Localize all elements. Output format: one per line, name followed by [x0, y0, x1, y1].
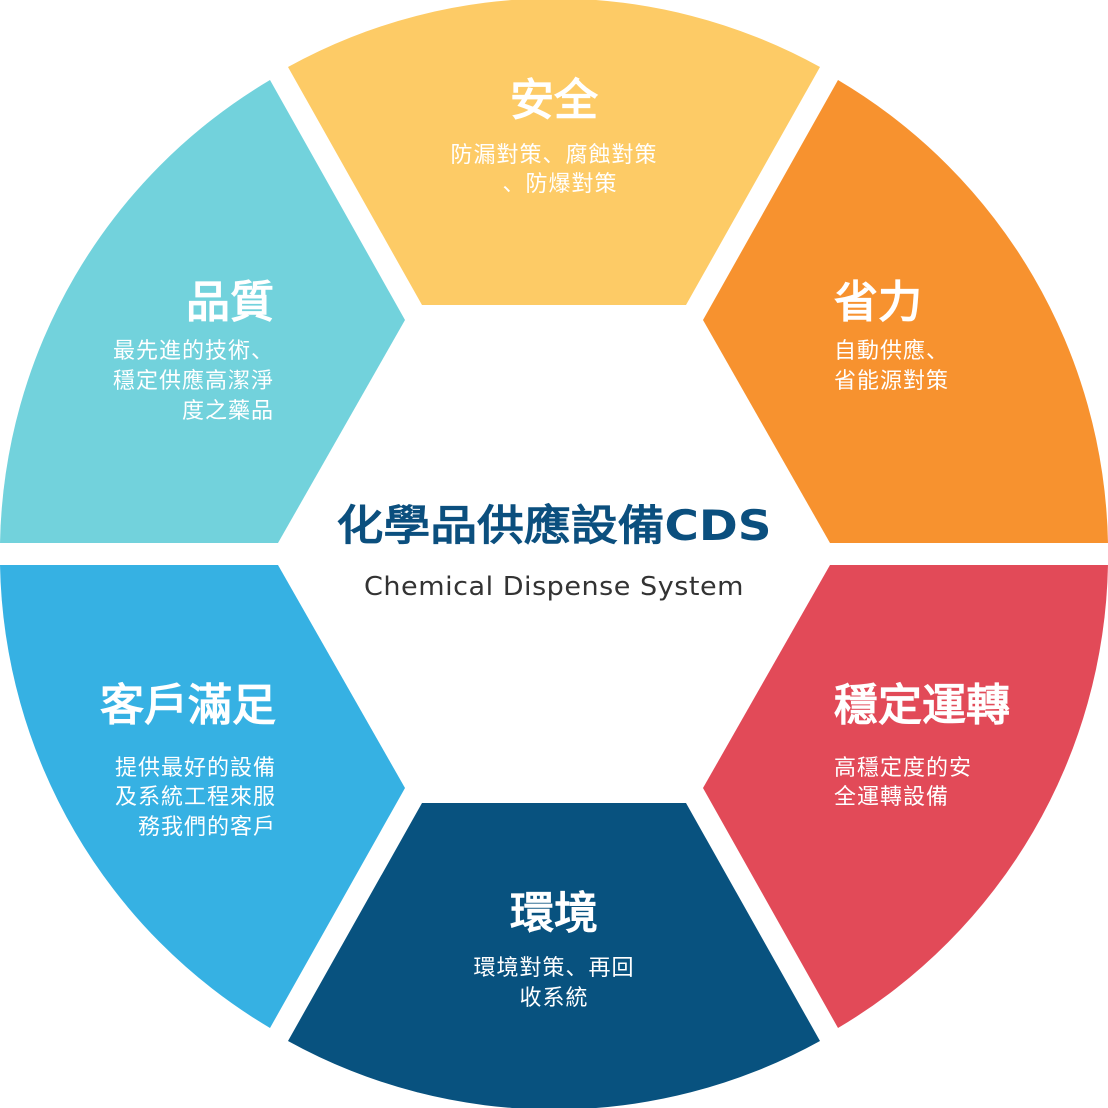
- segment-desc-line: 提供最好的設備: [115, 756, 276, 781]
- segment-desc-line: 務我們的客戶: [138, 815, 276, 840]
- segment-desc-line: 自動供應、: [834, 338, 949, 364]
- segment-desc-line: 環境對策、再回: [473, 956, 634, 981]
- segment-desc-line: 度之藥品: [182, 399, 274, 424]
- segment-title-stable-operation: 穩定運轉: [834, 680, 1010, 731]
- segment-desc-line: 收系統: [519, 986, 588, 1011]
- segment-title-quality: 品質: [186, 277, 274, 328]
- segment-desc-line: 穩定供應高潔淨: [113, 368, 274, 394]
- segment-title-environment: 環境: [510, 888, 598, 939]
- segment-desc-line: 及系統工程來服: [115, 785, 276, 810]
- center-title: 化學品供應設備CDS: [337, 501, 772, 550]
- segment-desc-line: 省能源對策: [834, 369, 949, 394]
- segment-title-customer-satisfaction: 客戶滿足: [100, 680, 276, 731]
- segment-title-energy: 省力: [834, 277, 922, 328]
- segment-desc-line: 防漏對策、腐蝕對策: [450, 143, 657, 168]
- segment-safety: [288, 0, 820, 305]
- segment-environment: [288, 803, 820, 1108]
- center-subtitle: Chemical Dispense System: [364, 572, 744, 602]
- segment-desc-line: 、防爆對策: [502, 172, 617, 197]
- segment-desc-line: 高穩定度的安: [834, 756, 972, 781]
- segment-customer-satisfaction: [0, 565, 405, 1028]
- segment-title-safety: 安全: [510, 75, 599, 126]
- segment-quality: [0, 80, 405, 543]
- segment-stable-operation: [703, 565, 1108, 1028]
- segment-energy: [703, 80, 1108, 543]
- segment-desc-line: 最先進的技術、: [113, 339, 274, 364]
- segment-desc-line: 全運轉設備: [834, 785, 949, 810]
